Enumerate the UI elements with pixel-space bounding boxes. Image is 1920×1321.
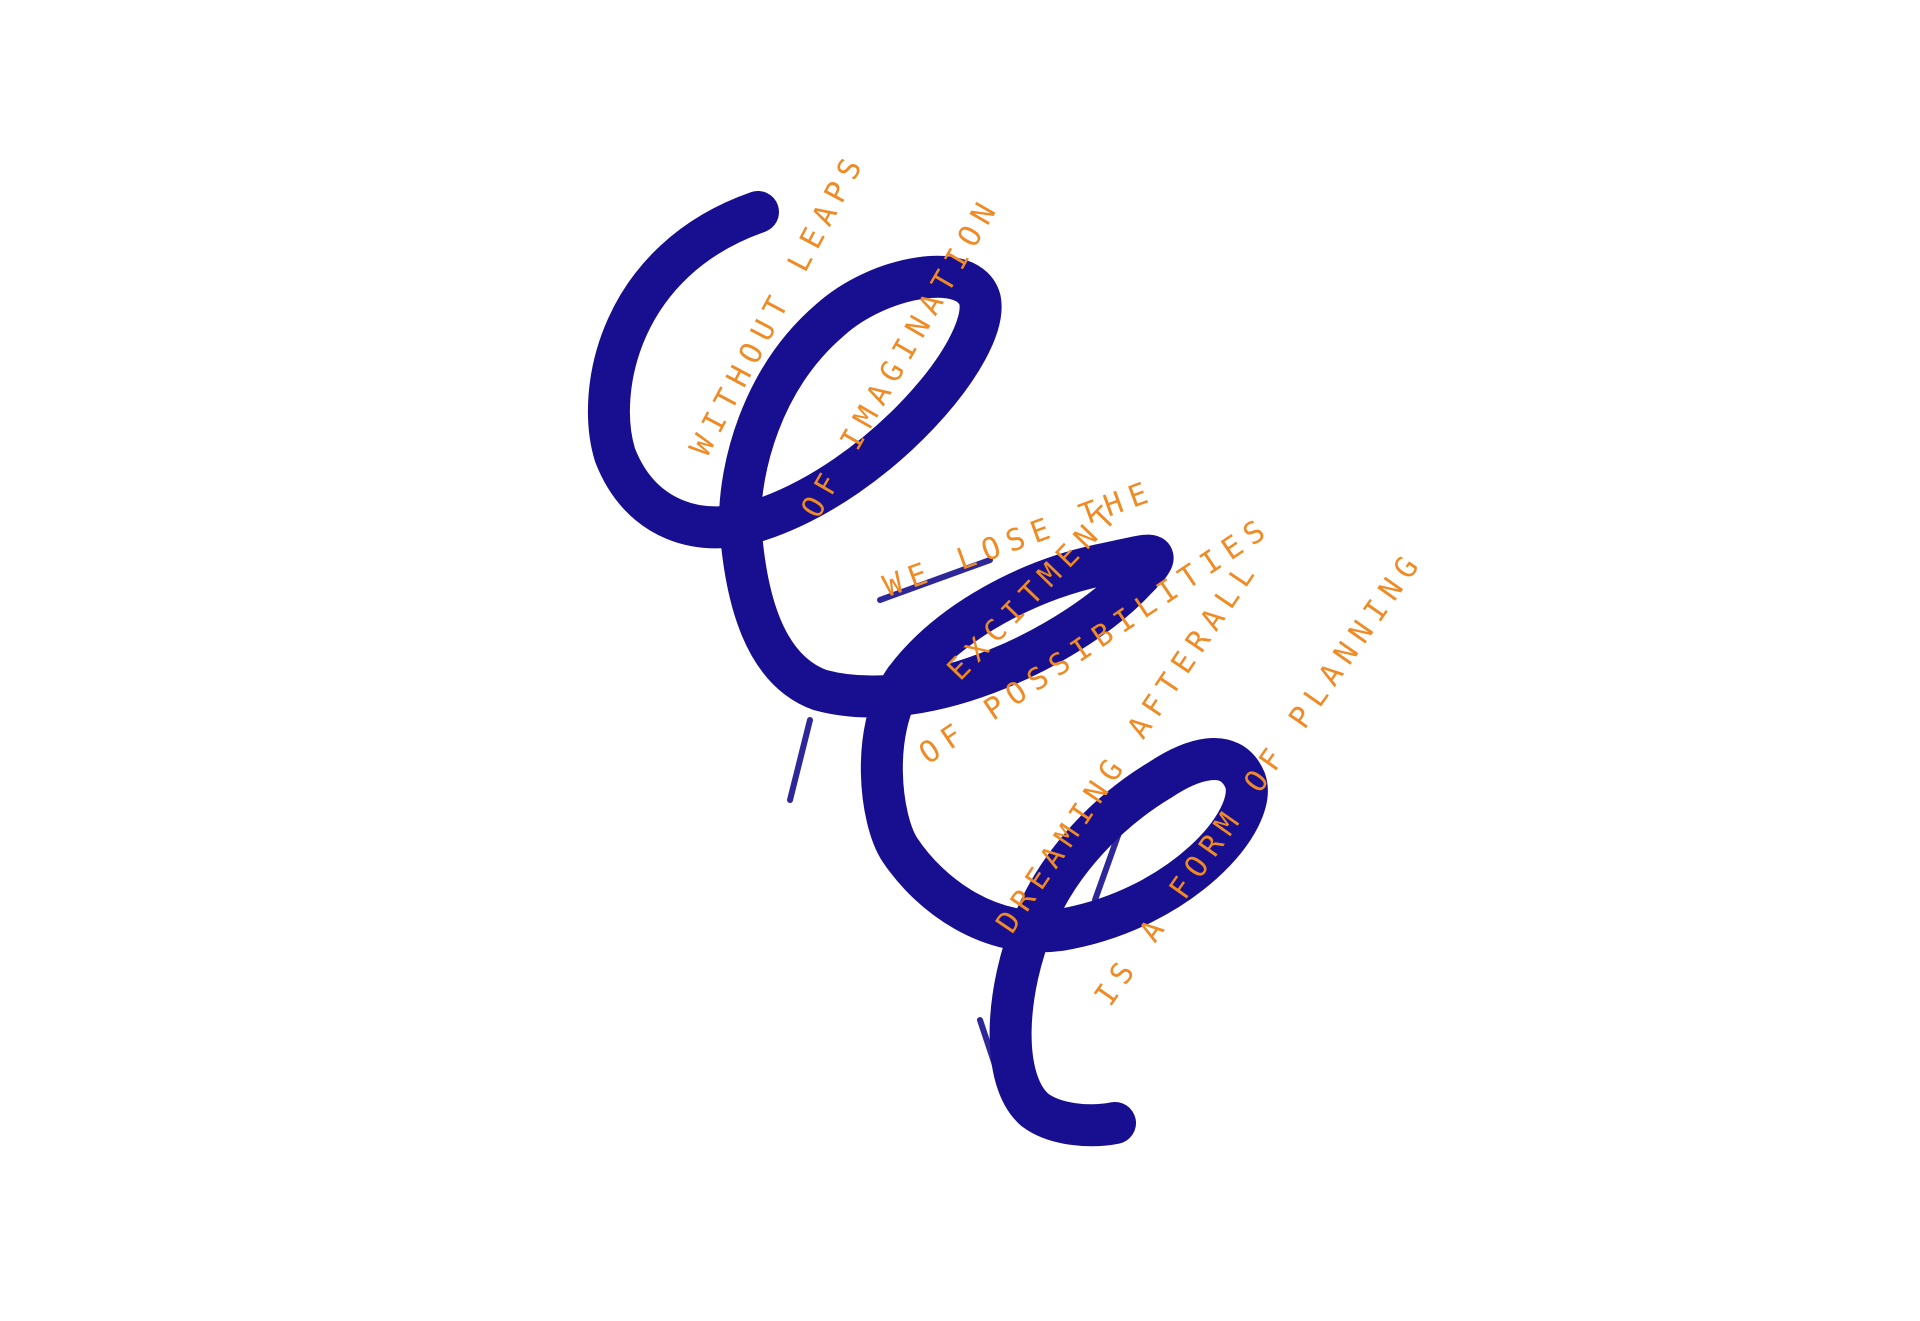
handwritten-lettering: WITHOUT LEAPS OF IMAGINATION WE LOSE THE…: [683, 146, 1430, 1012]
brush-spiral: [587, 191, 1268, 1147]
brush-stroke-texture: [697, 219, 1213, 1083]
brush-stroke-main: [587, 191, 1268, 1147]
